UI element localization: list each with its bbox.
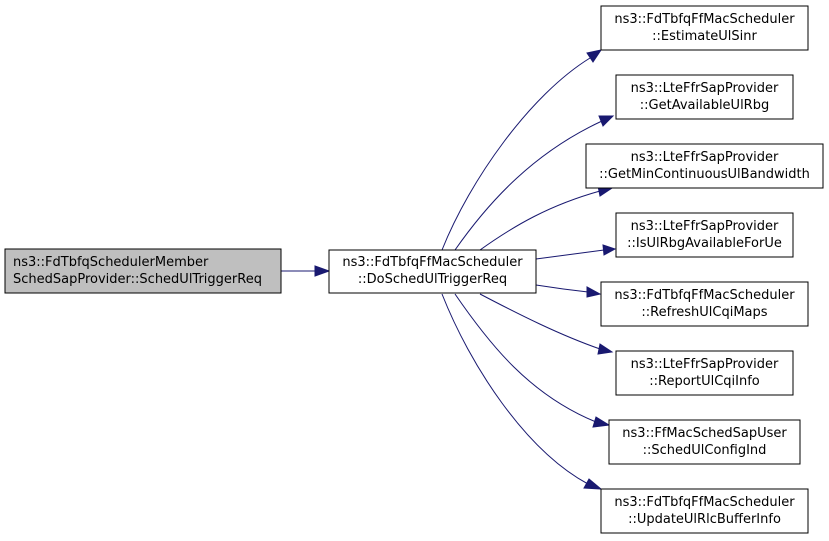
node-estimate-ul-sinr[interactable]: ns3::FdTbfqFfMacScheduler ::EstimateUlSi… bbox=[600, 5, 809, 51]
node-sched-ul-config-ind-line2: ::SchedUlConfigInd bbox=[643, 443, 767, 458]
edge-to-sched-ul-config-ind bbox=[454, 293, 611, 428]
node-is-ul-rbg-available-for-ue[interactable]: ns3::LteFfrSapProvider ::IsUlRbgAvailabl… bbox=[615, 212, 794, 258]
node-estimate-ul-sinr-line2: ::EstimateUlSinr bbox=[652, 29, 757, 44]
edge-to-get-min-continuous-ul-bandwidth bbox=[479, 185, 614, 251]
node-get-min-continuous-ul-bandwidth-line1: ns3::LteFfrSapProvider bbox=[631, 150, 779, 165]
node-sched-ul-trigger-req: ns3::FdTbfqSchedulerMember SchedSapProvi… bbox=[4, 248, 282, 294]
node-estimate-ul-sinr-line1: ns3::FdTbfqFfMacScheduler bbox=[614, 12, 795, 27]
node-is-ul-rbg-available-for-ue-line1: ns3::LteFfrSapProvider bbox=[631, 219, 779, 234]
node-sched-ul-trigger-req-line2: SchedSapProvider::SchedUlTriggerReq bbox=[13, 272, 262, 287]
edge-to-update-ul-rlc-buffer-info bbox=[441, 293, 603, 490]
node-sched-ul-config-ind-line1: ns3::FfMacSchedSapUser bbox=[622, 426, 787, 441]
node-refresh-ul-cqi-maps[interactable]: ns3::FdTbfqFfMacScheduler ::RefreshUlCqi… bbox=[600, 281, 809, 327]
edge-root-to-center bbox=[281, 265, 331, 277]
node-get-available-ul-rbg-line2: ::GetAvailableUlRbg bbox=[640, 98, 769, 113]
node-update-ul-rlc-buffer-info[interactable]: ns3::FdTbfqFfMacScheduler ::UpdateUlRlcB… bbox=[600, 488, 809, 534]
node-update-ul-rlc-buffer-info-line1: ns3::FdTbfqFfMacScheduler bbox=[614, 495, 795, 510]
node-is-ul-rbg-available-for-ue-line2: ::IsUlRbgAvailableForUe bbox=[627, 236, 782, 251]
node-do-sched-ul-trigger-req-line1: ns3::FdTbfqFfMacScheduler bbox=[342, 255, 523, 270]
edge-to-refresh-ul-cqi-maps bbox=[535, 284, 602, 298]
edge-to-get-available-ul-rbg bbox=[454, 115, 615, 251]
node-get-available-ul-rbg[interactable]: ns3::LteFfrSapProvider ::GetAvailableUlR… bbox=[615, 74, 794, 120]
node-do-sched-ul-trigger-req-line2: ::DoSchedUlTriggerReq bbox=[358, 272, 507, 287]
edge-to-report-ul-cqi-info bbox=[479, 293, 614, 355]
node-update-ul-rlc-buffer-info-line2: ::UpdateUlRlcBufferInfo bbox=[628, 512, 781, 527]
edge-to-is-ul-rbg-available-for-ue bbox=[535, 244, 617, 260]
node-refresh-ul-cqi-maps-line1: ns3::FdTbfqFfMacScheduler bbox=[614, 288, 795, 303]
edge-to-estimate-ul-sinr bbox=[441, 49, 603, 251]
node-sched-ul-trigger-req-line1: ns3::FdTbfqSchedulerMember bbox=[13, 255, 209, 270]
node-get-min-continuous-ul-bandwidth-line2: ::GetMinContinuousUlBandwidth bbox=[599, 167, 810, 182]
node-report-ul-cqi-info-line1: ns3::LteFfrSapProvider bbox=[631, 357, 779, 372]
node-refresh-ul-cqi-maps-line2: ::RefreshUlCqiMaps bbox=[641, 305, 767, 320]
node-get-available-ul-rbg-line1: ns3::LteFfrSapProvider bbox=[631, 81, 779, 96]
node-get-min-continuous-ul-bandwidth[interactable]: ns3::LteFfrSapProvider ::GetMinContinuou… bbox=[585, 143, 824, 189]
node-report-ul-cqi-info[interactable]: ns3::LteFfrSapProvider ::ReportUlCqiInfo bbox=[615, 350, 794, 396]
node-report-ul-cqi-info-line2: ::ReportUlCqiInfo bbox=[649, 374, 760, 389]
node-do-sched-ul-trigger-req[interactable]: ns3::FdTbfqFfMacScheduler ::DoSchedUlTri… bbox=[328, 249, 537, 294]
node-sched-ul-config-ind[interactable]: ns3::FfMacSchedSapUser ::SchedUlConfigIn… bbox=[608, 419, 801, 465]
